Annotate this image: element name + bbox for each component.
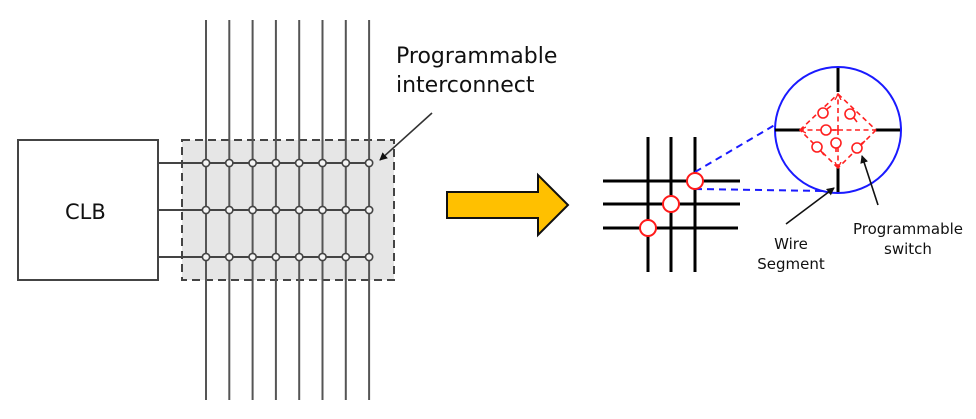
- switch-ring: [817, 107, 829, 119]
- switch-tail: [853, 117, 858, 123]
- interconnect-label-line1: Programmable: [396, 44, 558, 69]
- grid-switch: [686, 172, 704, 190]
- switch-point: [224, 158, 234, 168]
- transition-arrow: [446, 172, 570, 238]
- switch-tail: [860, 140, 866, 145]
- switch-point: [248, 205, 257, 215]
- wire-segment-label-line2: Segment: [757, 255, 825, 273]
- interconnect-label-line2: interconnect: [396, 73, 535, 98]
- switch-point: [364, 205, 374, 215]
- programmable-switch: [811, 141, 825, 156]
- zoom-callout-line: [694, 188, 825, 192]
- wire-segment-label-line1: Wire: [774, 235, 808, 253]
- switch-point: [341, 205, 351, 215]
- switch-point: [294, 205, 304, 215]
- switch-point: [201, 252, 211, 262]
- switch-point: [294, 158, 304, 168]
- switch-box-zoom: [774, 66, 902, 194]
- switch-ring: [820, 124, 832, 136]
- right-panel: [603, 66, 902, 272]
- internal-switches: [811, 105, 866, 156]
- grid-switch: [662, 195, 680, 213]
- clb-label: CLB: [65, 200, 106, 224]
- switch-point: [201, 158, 211, 168]
- programmable-switch: [830, 137, 842, 152]
- switch-point: [341, 158, 351, 168]
- switch-ring: [851, 142, 863, 154]
- switch-point: [271, 158, 281, 168]
- interconnect-pointer-arrow: [379, 112, 433, 161]
- switch-tail: [826, 105, 832, 110]
- programmable-switch: [820, 124, 836, 136]
- switch-pointer-arrow: [860, 155, 879, 206]
- switch-point: [248, 252, 257, 262]
- switch-point: [318, 205, 327, 215]
- switch-tail: [820, 150, 825, 156]
- switch-ring: [811, 141, 823, 153]
- programmable-switch: [851, 140, 866, 154]
- wire-segment-pointer-arrow: [785, 187, 835, 225]
- left-panel: [17, 20, 433, 400]
- switch-point: [341, 252, 351, 262]
- switch-points: [201, 158, 374, 262]
- switch-point: [201, 205, 211, 215]
- zoom-callout-line: [694, 115, 791, 173]
- switch-point: [271, 252, 281, 262]
- switch-ring: [844, 108, 856, 120]
- switch-ring: [830, 137, 842, 149]
- switch-point: [224, 205, 234, 215]
- grid-switch: [639, 219, 657, 237]
- switch-point: [224, 252, 234, 262]
- switch-point: [248, 158, 257, 168]
- programmable-switch-label: Programmable switch: [846, 219, 970, 259]
- switch-label-line2: switch: [884, 240, 932, 258]
- clb-block: [17, 139, 159, 281]
- switch-label-line1: Programmable: [852, 220, 963, 238]
- programmable-switch: [817, 105, 832, 119]
- switch-point: [364, 252, 374, 262]
- wire-segment-label: Wire Segment: [752, 234, 830, 274]
- switch-point: [271, 205, 281, 215]
- switch-point: [318, 252, 327, 262]
- programmable-switch: [844, 108, 858, 123]
- switch-point: [294, 252, 304, 262]
- switch-point: [318, 158, 327, 168]
- switch-point: [364, 158, 374, 168]
- interconnect-label: Programmable interconnect: [396, 42, 557, 100]
- horizontal-wires: [158, 162, 370, 258]
